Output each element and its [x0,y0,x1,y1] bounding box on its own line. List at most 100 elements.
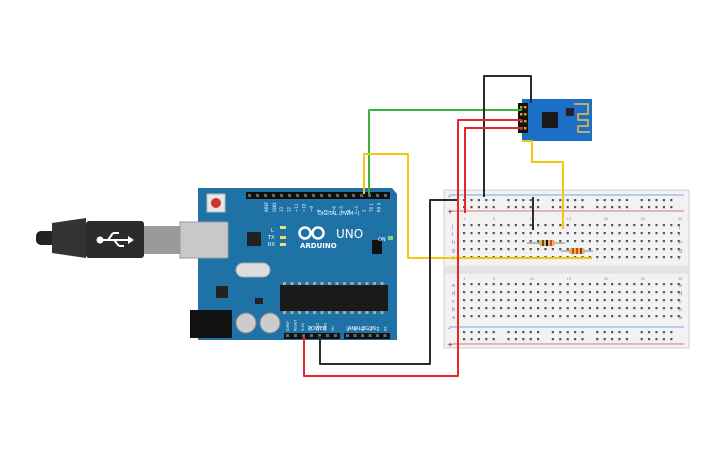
breadboard-hole[interactable] [625,307,628,310]
breadboard-hole[interactable] [618,291,621,294]
breadboard-hole[interactable] [500,283,503,286]
breadboard-hole[interactable] [603,232,606,235]
rail-hole[interactable] [611,206,614,209]
breadboard-hole[interactable] [603,283,606,286]
breadboard-hole[interactable] [566,307,569,310]
header-hole[interactable] [361,334,364,337]
breadboard-hole[interactable] [662,315,665,318]
rail-hole[interactable] [551,206,554,209]
arduino-uno-board[interactable]: L TX RX ON DIGITAL (PWM~) ANALOG IN POWE… [179,188,397,340]
rail-hole[interactable] [625,338,628,341]
breadboard-hole[interactable] [581,283,584,286]
breadboard-hole[interactable] [603,248,606,251]
breadboard-hole[interactable] [485,307,488,310]
breadboard-hole[interactable] [655,240,658,243]
header-hole[interactable] [294,334,297,337]
breadboard-hole[interactable] [470,240,473,243]
breadboard-hole[interactable] [559,291,562,294]
rail-hole[interactable] [640,199,643,202]
rail-hole[interactable] [574,199,577,202]
rail-hole[interactable] [618,206,621,209]
breadboard-hole[interactable] [492,299,495,302]
breadboard-hole[interactable] [611,307,614,310]
header-hole[interactable] [310,334,313,337]
breadboard-hole[interactable] [655,256,658,259]
rail-hole[interactable] [670,331,673,334]
breadboard-hole[interactable] [611,224,614,227]
breadboard-hole[interactable] [581,315,584,318]
header-hole[interactable] [304,194,307,197]
breadboard-hole[interactable] [529,224,532,227]
breadboard-hole[interactable] [633,248,636,251]
rail-hole[interactable] [529,331,532,334]
rail-hole[interactable] [485,199,488,202]
breadboard-hole[interactable] [470,315,473,318]
breadboard-hole[interactable] [500,240,503,243]
breadboard-hole[interactable] [463,307,466,310]
breadboard-hole[interactable] [522,232,525,235]
rail-hole[interactable] [574,338,577,341]
breadboard-hole[interactable] [670,307,673,310]
breadboard-hole[interactable] [648,299,651,302]
breadboard-hole[interactable] [648,315,651,318]
breadboard-hole[interactable] [640,307,643,310]
breadboard-hole[interactable] [492,224,495,227]
breadboard-hole[interactable] [522,248,525,251]
breadboard-hole[interactable] [537,315,540,318]
breadboard-hole[interactable] [522,283,525,286]
digital-header[interactable] [246,192,390,199]
breadboard-hole[interactable] [470,283,473,286]
breadboard-hole[interactable] [529,240,532,243]
breadboard-hole[interactable] [500,232,503,235]
rail-hole[interactable] [611,338,614,341]
breadboard-hole[interactable] [559,232,562,235]
breadboard-hole[interactable] [492,232,495,235]
header-hole[interactable] [248,194,251,197]
breadboard-hole[interactable] [551,248,554,251]
header-hole[interactable] [302,334,305,337]
breadboard-hole[interactable] [640,315,643,318]
rail-hole[interactable] [655,338,658,341]
breadboard-hole[interactable] [463,291,466,294]
rail-hole[interactable] [662,331,665,334]
rail-hole[interactable] [477,331,480,334]
breadboard-hole[interactable] [477,248,480,251]
header-hole[interactable] [344,194,347,197]
rail-hole[interactable] [670,199,673,202]
breadboard-hole[interactable] [500,224,503,227]
rail-hole[interactable] [529,338,532,341]
rail-hole[interactable] [611,199,614,202]
breadboard-hole[interactable] [463,315,466,318]
breadboard-hole[interactable] [655,299,658,302]
breadboard-hole[interactable] [581,307,584,310]
breadboard-hole[interactable] [670,299,673,302]
breadboard-hole[interactable] [544,315,547,318]
rail-hole[interactable] [514,199,517,202]
rail-hole[interactable] [648,338,651,341]
yellow-wire-arduino-to-breadboard[interactable] [363,153,592,259]
rail-hole[interactable] [470,199,473,202]
rail-hole[interactable] [522,331,525,334]
breadboard-hole[interactable] [492,315,495,318]
rail-hole[interactable] [559,331,562,334]
breadboard-hole[interactable] [492,291,495,294]
header-hole[interactable] [256,194,259,197]
breadboard-hole[interactable] [625,224,628,227]
breadboard-hole[interactable] [529,307,532,310]
reset-button-cap[interactable] [211,198,221,208]
breadboard-hole[interactable] [596,224,599,227]
breadboard-hole[interactable] [640,240,643,243]
breadboard-hole[interactable] [477,240,480,243]
breadboard-hole[interactable] [640,232,643,235]
breadboard-hole[interactable] [477,283,480,286]
breadboard-hole[interactable] [485,248,488,251]
breadboard-hole[interactable] [566,232,569,235]
rail-hole[interactable] [648,331,651,334]
rail-hole[interactable] [603,331,606,334]
header-hole[interactable] [368,194,371,197]
rail-hole[interactable] [507,331,510,334]
breadboard-hole[interactable] [544,232,547,235]
breadboard-hole[interactable] [633,315,636,318]
breadboard-hole[interactable] [603,291,606,294]
